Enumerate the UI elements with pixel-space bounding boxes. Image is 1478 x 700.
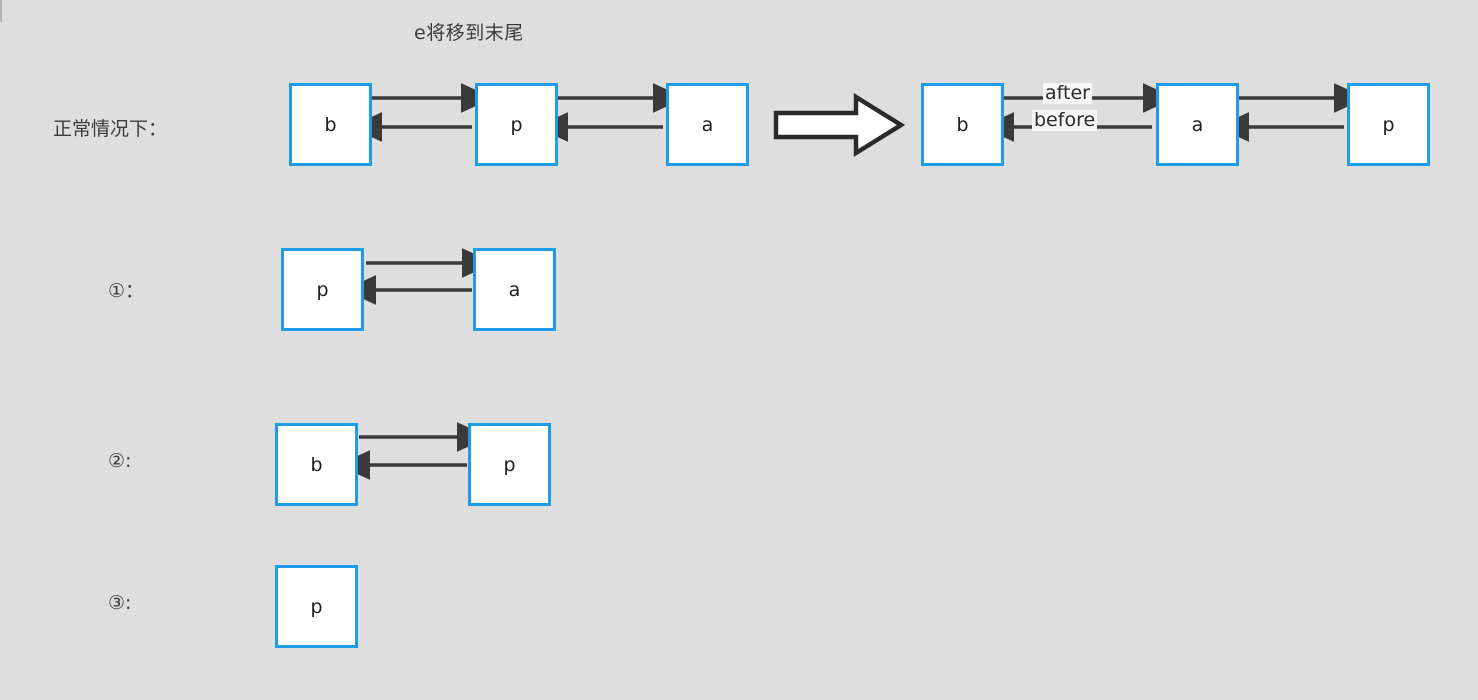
node-box[interactable]: p bbox=[468, 423, 551, 506]
row-label-normal-case: 正常情况下： bbox=[53, 118, 168, 140]
diagram-title: e将移到末尾 bbox=[414, 22, 524, 44]
block-arrow-right-icon bbox=[773, 92, 906, 158]
node-box[interactable]: p bbox=[275, 565, 358, 648]
row-label-step-1: ①： bbox=[108, 280, 145, 302]
node-box[interactable]: b bbox=[289, 83, 372, 166]
node-box[interactable]: p bbox=[1347, 83, 1430, 166]
node-box[interactable]: a bbox=[666, 83, 749, 166]
node-box[interactable]: a bbox=[473, 248, 556, 331]
edge-label-after: after bbox=[1043, 82, 1092, 104]
node-box[interactable]: p bbox=[475, 83, 558, 166]
row-label-step-2: ②: bbox=[108, 450, 132, 472]
node-box[interactable]: b bbox=[275, 423, 358, 506]
edge-label-before: before bbox=[1032, 109, 1098, 131]
node-box[interactable]: a bbox=[1156, 83, 1239, 166]
row-label-step-3: ③: bbox=[108, 592, 132, 614]
node-box[interactable]: b bbox=[921, 83, 1004, 166]
node-box[interactable]: p bbox=[281, 248, 364, 331]
corner-tick-mark bbox=[0, 0, 2, 22]
